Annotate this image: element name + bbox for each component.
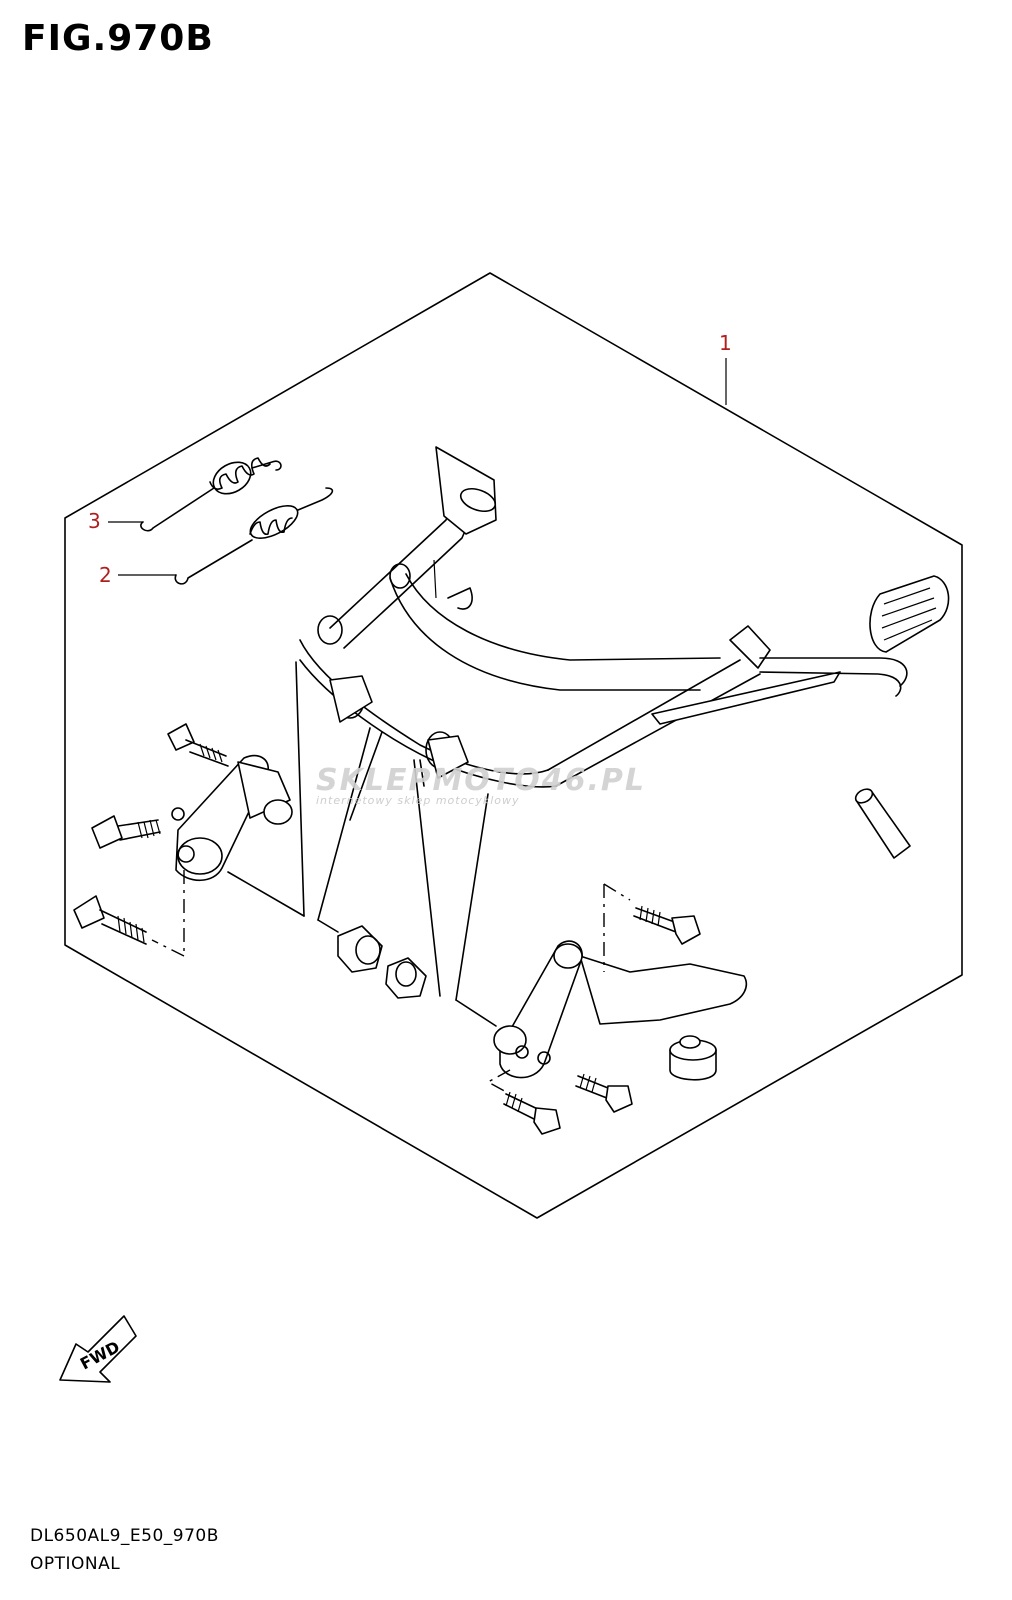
callout-1[interactable]: 1 bbox=[719, 331, 732, 405]
bolt-left-bottom bbox=[73, 895, 147, 945]
diagram-code: DL650AL9_E50_970B bbox=[30, 1526, 219, 1546]
rubber-stopper bbox=[669, 1035, 717, 1081]
callout-1-label: 1 bbox=[719, 331, 732, 355]
callout-3[interactable]: 3 bbox=[88, 509, 143, 533]
center-stand-frame bbox=[299, 446, 950, 788]
bushing-2 bbox=[385, 957, 427, 999]
bolt-left-top bbox=[167, 723, 229, 767]
spring-3 bbox=[140, 457, 282, 532]
assembly-guide-lines bbox=[151, 661, 631, 1095]
bolt-right-mid bbox=[575, 1073, 633, 1113]
bolt-right-bottom bbox=[503, 1091, 561, 1135]
watermark: SKLEPMOTO46.PL internetowy sklep motocyk… bbox=[316, 763, 646, 807]
spring-2 bbox=[174, 487, 334, 585]
bolt-left-mid bbox=[91, 815, 161, 849]
callout-2-label: 2 bbox=[99, 563, 112, 587]
fwd-arrow-icon: FWD bbox=[59, 1315, 137, 1383]
watermark-main: SKLEPMOTO46.PL bbox=[316, 763, 646, 798]
right-mounting-bracket bbox=[493, 940, 748, 1079]
watermark-sub: internetowy sklep motocyklowy bbox=[316, 794, 520, 807]
callout-2[interactable]: 2 bbox=[99, 563, 176, 587]
diagram-subtitle: OPTIONAL bbox=[30, 1554, 121, 1574]
left-mounting-bracket bbox=[171, 754, 293, 882]
callout-3-label: 3 bbox=[88, 509, 101, 533]
bushing-1 bbox=[337, 925, 383, 973]
bolt-right-top bbox=[633, 905, 701, 945]
pin-right bbox=[854, 788, 911, 859]
assembly-outline bbox=[64, 272, 963, 1219]
figure-title: FIG.970B bbox=[22, 18, 214, 59]
